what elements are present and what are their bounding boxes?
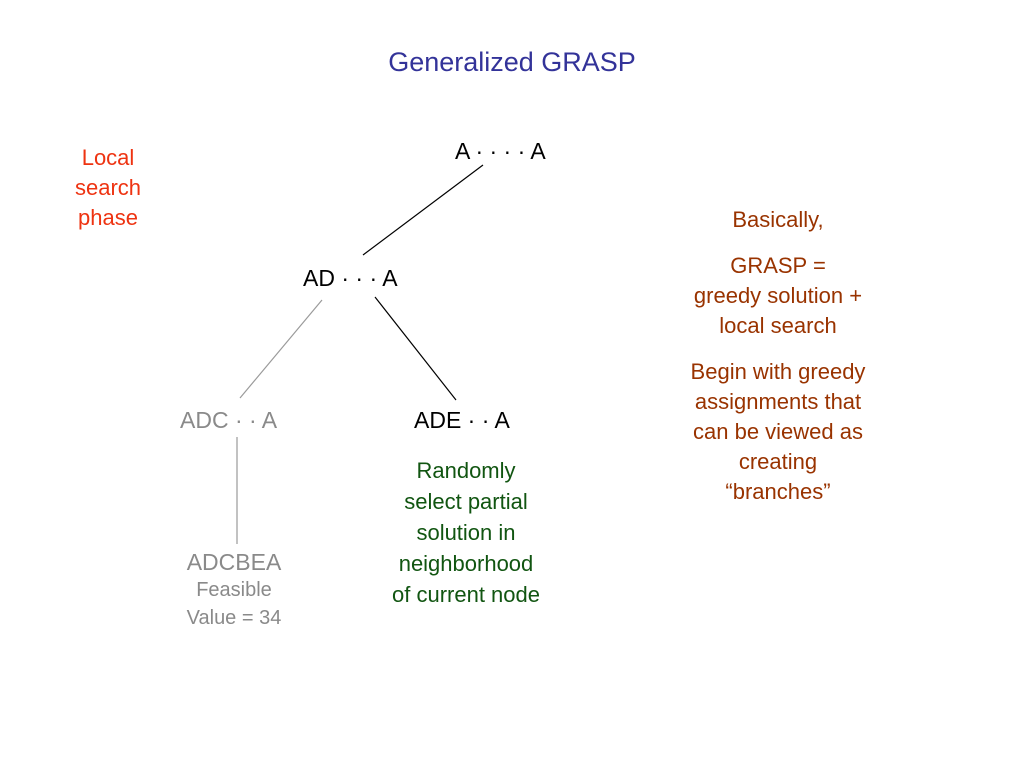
tree-node-ade: ADE · · A (414, 407, 510, 433)
local-search-line: search (74, 175, 142, 200)
local-search-label: Local search phase (58, 143, 158, 233)
edge-root-to-ad (362, 164, 484, 256)
leaf-name: ADCBEA (186, 549, 282, 575)
greedy-line: “branches” (725, 479, 831, 504)
greedy-line: Begin with greedy (690, 359, 866, 384)
leaf-status: Feasible (196, 579, 272, 601)
tree-node-root: A · · · · A (455, 138, 546, 164)
random-note-line: select partial (404, 489, 528, 514)
basically-paragraph: Basically, (664, 205, 892, 235)
slide-title: Generalized GRASP (388, 47, 636, 77)
grasp-line: local search (719, 313, 837, 338)
grasp-explanation: Basically, GRASP = greedy solution + loc… (664, 205, 892, 523)
greedy-line: creating (738, 449, 818, 474)
tree-node-ad: AD · · · A (303, 265, 398, 291)
local-search-line: phase (78, 205, 138, 230)
grasp-line: greedy solution + (693, 283, 863, 308)
random-note-line: of current node (392, 582, 540, 607)
grasp-definition: GRASP = greedy solution + local search (664, 251, 892, 341)
tree-node-adc: ADC · · A (180, 407, 278, 433)
edge-ad-to-adc (239, 299, 323, 399)
random-note-line: Randomly (416, 458, 516, 483)
random-note-line: solution in (416, 520, 516, 545)
greedy-line: can be viewed as (693, 419, 863, 444)
leaf-value: Value = 34 (186, 607, 282, 629)
tree-leaf-adcbea: ADCBEA Feasible Value = 34 (150, 548, 318, 632)
greedy-branches-note: Begin with greedy assignments that can b… (664, 357, 892, 507)
grasp-line: GRASP = (730, 253, 826, 278)
basically-line: Basically, (732, 207, 824, 232)
local-search-line: Local (81, 145, 135, 170)
edge-ad-to-ade (374, 296, 457, 401)
greedy-line: assignments that (694, 389, 862, 414)
random-select-note: Randomly select partial solution in neig… (370, 455, 562, 610)
random-note-line: neighborhood (398, 551, 534, 576)
